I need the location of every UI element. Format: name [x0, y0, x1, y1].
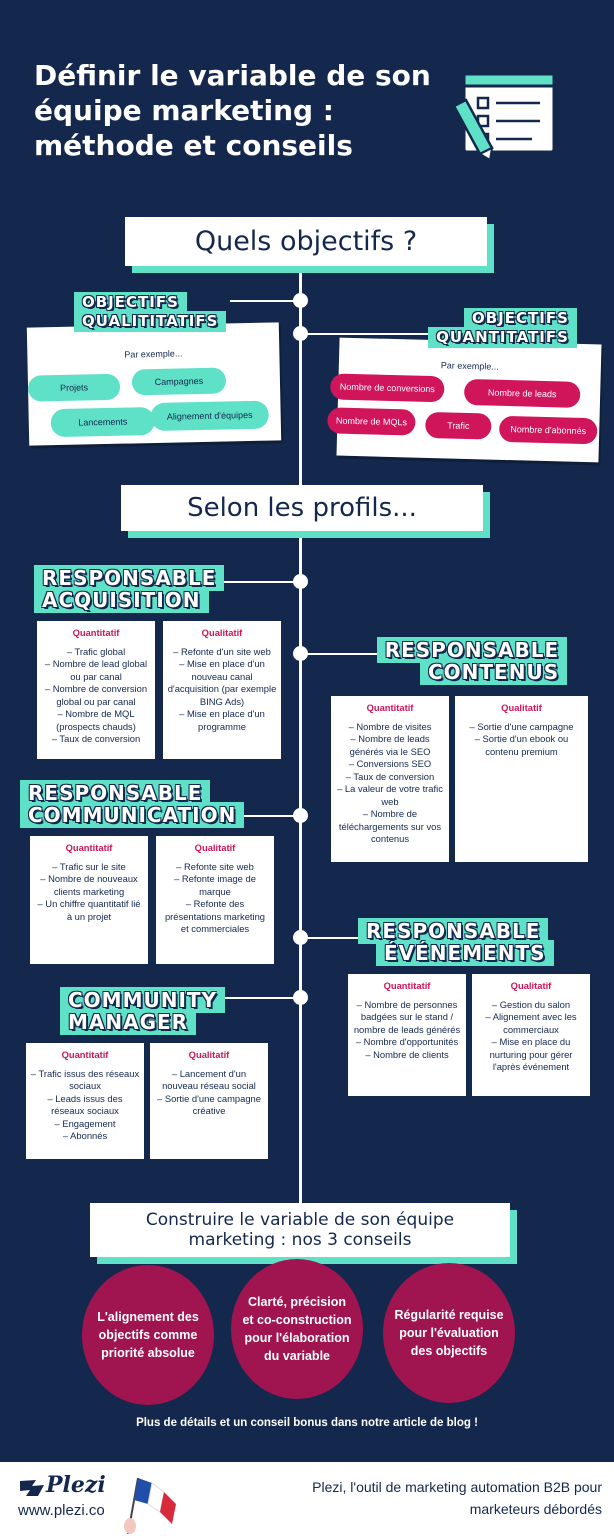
timeline-dot — [293, 808, 308, 823]
timeline-dot — [293, 990, 308, 1005]
community-label: COMMUNITY MANAGER — [60, 987, 226, 1035]
evenements-label: RESPONSABLE ÉVÉNEMENTS — [358, 918, 554, 966]
objectifs-heading-box: Quels objectifs ? — [125, 217, 487, 266]
tagline: Plezi, l'outil de marketing automation B… — [312, 1479, 602, 1517]
objectifs-heading: Quels objectifs ? — [194, 226, 418, 257]
brand-name: Plezi — [46, 1472, 106, 1498]
communication-label: RESPONSABLE COMMUNICATION — [20, 780, 245, 828]
qualitatifs-label: OBJECTIFS QUALITITATIFS — [74, 292, 227, 332]
profils-heading: Selon les profils... — [187, 493, 417, 523]
conseil-circle: Régularité requise pour l'évaluation des… — [383, 1263, 515, 1403]
pencil-icon — [452, 98, 494, 162]
conseils-heading-line1: Construire le variable de son équipe — [145, 1210, 455, 1230]
footer: Plezi www.plezi.co Plezi, l'outil de mar… — [0, 1462, 614, 1536]
conseils-heading-box: Construire le variable de son équipe mar… — [90, 1203, 510, 1257]
page-title: Définir le variable de son équipe market… — [34, 59, 431, 162]
plezi-logo-icon — [20, 1480, 44, 1496]
pill-quantitatif: Nombre de MQLs — [327, 407, 416, 436]
acquisition-label: RESPONSABLE ACQUISITION — [34, 565, 225, 613]
checklist-clipboard-icon — [452, 72, 556, 162]
community-qualitatif-box: Qualitatif – Lancement d'un nouveau rése… — [150, 1043, 268, 1159]
pill-quantitatif: Nombre de leads — [463, 378, 581, 408]
quantitatifs-card: Par exemple... Nombre de conversions Nom… — [327, 337, 602, 463]
pill-qualitatif: Projets — [27, 373, 121, 402]
conseils-heading-line2: marketing : nos 3 conseils — [188, 1230, 412, 1250]
connector-line — [200, 581, 298, 583]
quantitatifs-label: OBJECTIFS QUANTITATIFS — [428, 308, 577, 348]
connector-line — [300, 653, 380, 655]
blog-note: Plus de détails et un conseil bonus dans… — [136, 1417, 478, 1429]
community-quantitatif-box: Quantitatif – Trafic issus des réseaux s… — [26, 1043, 144, 1159]
contenus-qualitatif-box: Qualitatif – Sortie d'une campagne – Sor… — [455, 696, 588, 862]
connector-line — [300, 937, 360, 939]
evenements-qualitatif-box: Qualitatif – Gestion du salon – Aligneme… — [472, 974, 590, 1096]
timeline-spine — [299, 238, 302, 1218]
connector-line — [300, 333, 435, 335]
brand-url[interactable]: www.plezi.co — [18, 1502, 105, 1519]
profils-heading-box: Selon les profils... — [121, 485, 483, 531]
pill-qualitatif: Campagnes — [131, 367, 227, 396]
evenements-quantitatif-box: Quantitatif – Nombre de personnes badgée… — [348, 974, 466, 1096]
quantitatifs-intro: Par exemple... — [440, 360, 500, 372]
acquisition-qualitatif-box: Qualitatif – Refonte d'un site web – Mis… — [163, 621, 281, 759]
communication-quantitatif-box: Quantitatif – Trafic sur le site – Nombr… — [30, 836, 148, 964]
contenus-quantitatif-box: Quantitatif – Nombre de visites – Nombre… — [331, 696, 449, 862]
connector-line — [212, 997, 298, 999]
pill-quantitatif: Trafic — [424, 411, 492, 440]
timeline-dot — [293, 293, 308, 308]
qualitatifs-card: Par exemple... Projets Campagnes Lanceme… — [26, 322, 282, 446]
connector-line — [230, 300, 298, 302]
pill-qualitatif: Alignement d'équipes — [150, 400, 269, 432]
acquisition-quantitatif-box: Quantitatif – Trafic global – Nombre de … — [37, 621, 155, 759]
timeline-dot — [293, 574, 308, 589]
connector-line — [240, 815, 298, 817]
conseil-circle: L'alignement des objectifs comme priorit… — [82, 1265, 214, 1405]
pill-quantitatif: Nombre de conversions — [329, 373, 445, 403]
pill-quantitatif: Nombre d'abonnés — [498, 415, 598, 445]
contenus-label: RESPONSABLE CONTENUS — [372, 637, 568, 685]
conseil-circle: Clarté, précision et co-construction pou… — [231, 1259, 363, 1399]
qualitatifs-intro: Par exemple... — [124, 348, 183, 360]
pill-qualitatif: Lancements — [50, 406, 156, 438]
french-flag-icon — [124, 1477, 176, 1535]
communication-qualitatif-box: Qualitatif – Refonte site web – Refonte … — [156, 836, 274, 964]
